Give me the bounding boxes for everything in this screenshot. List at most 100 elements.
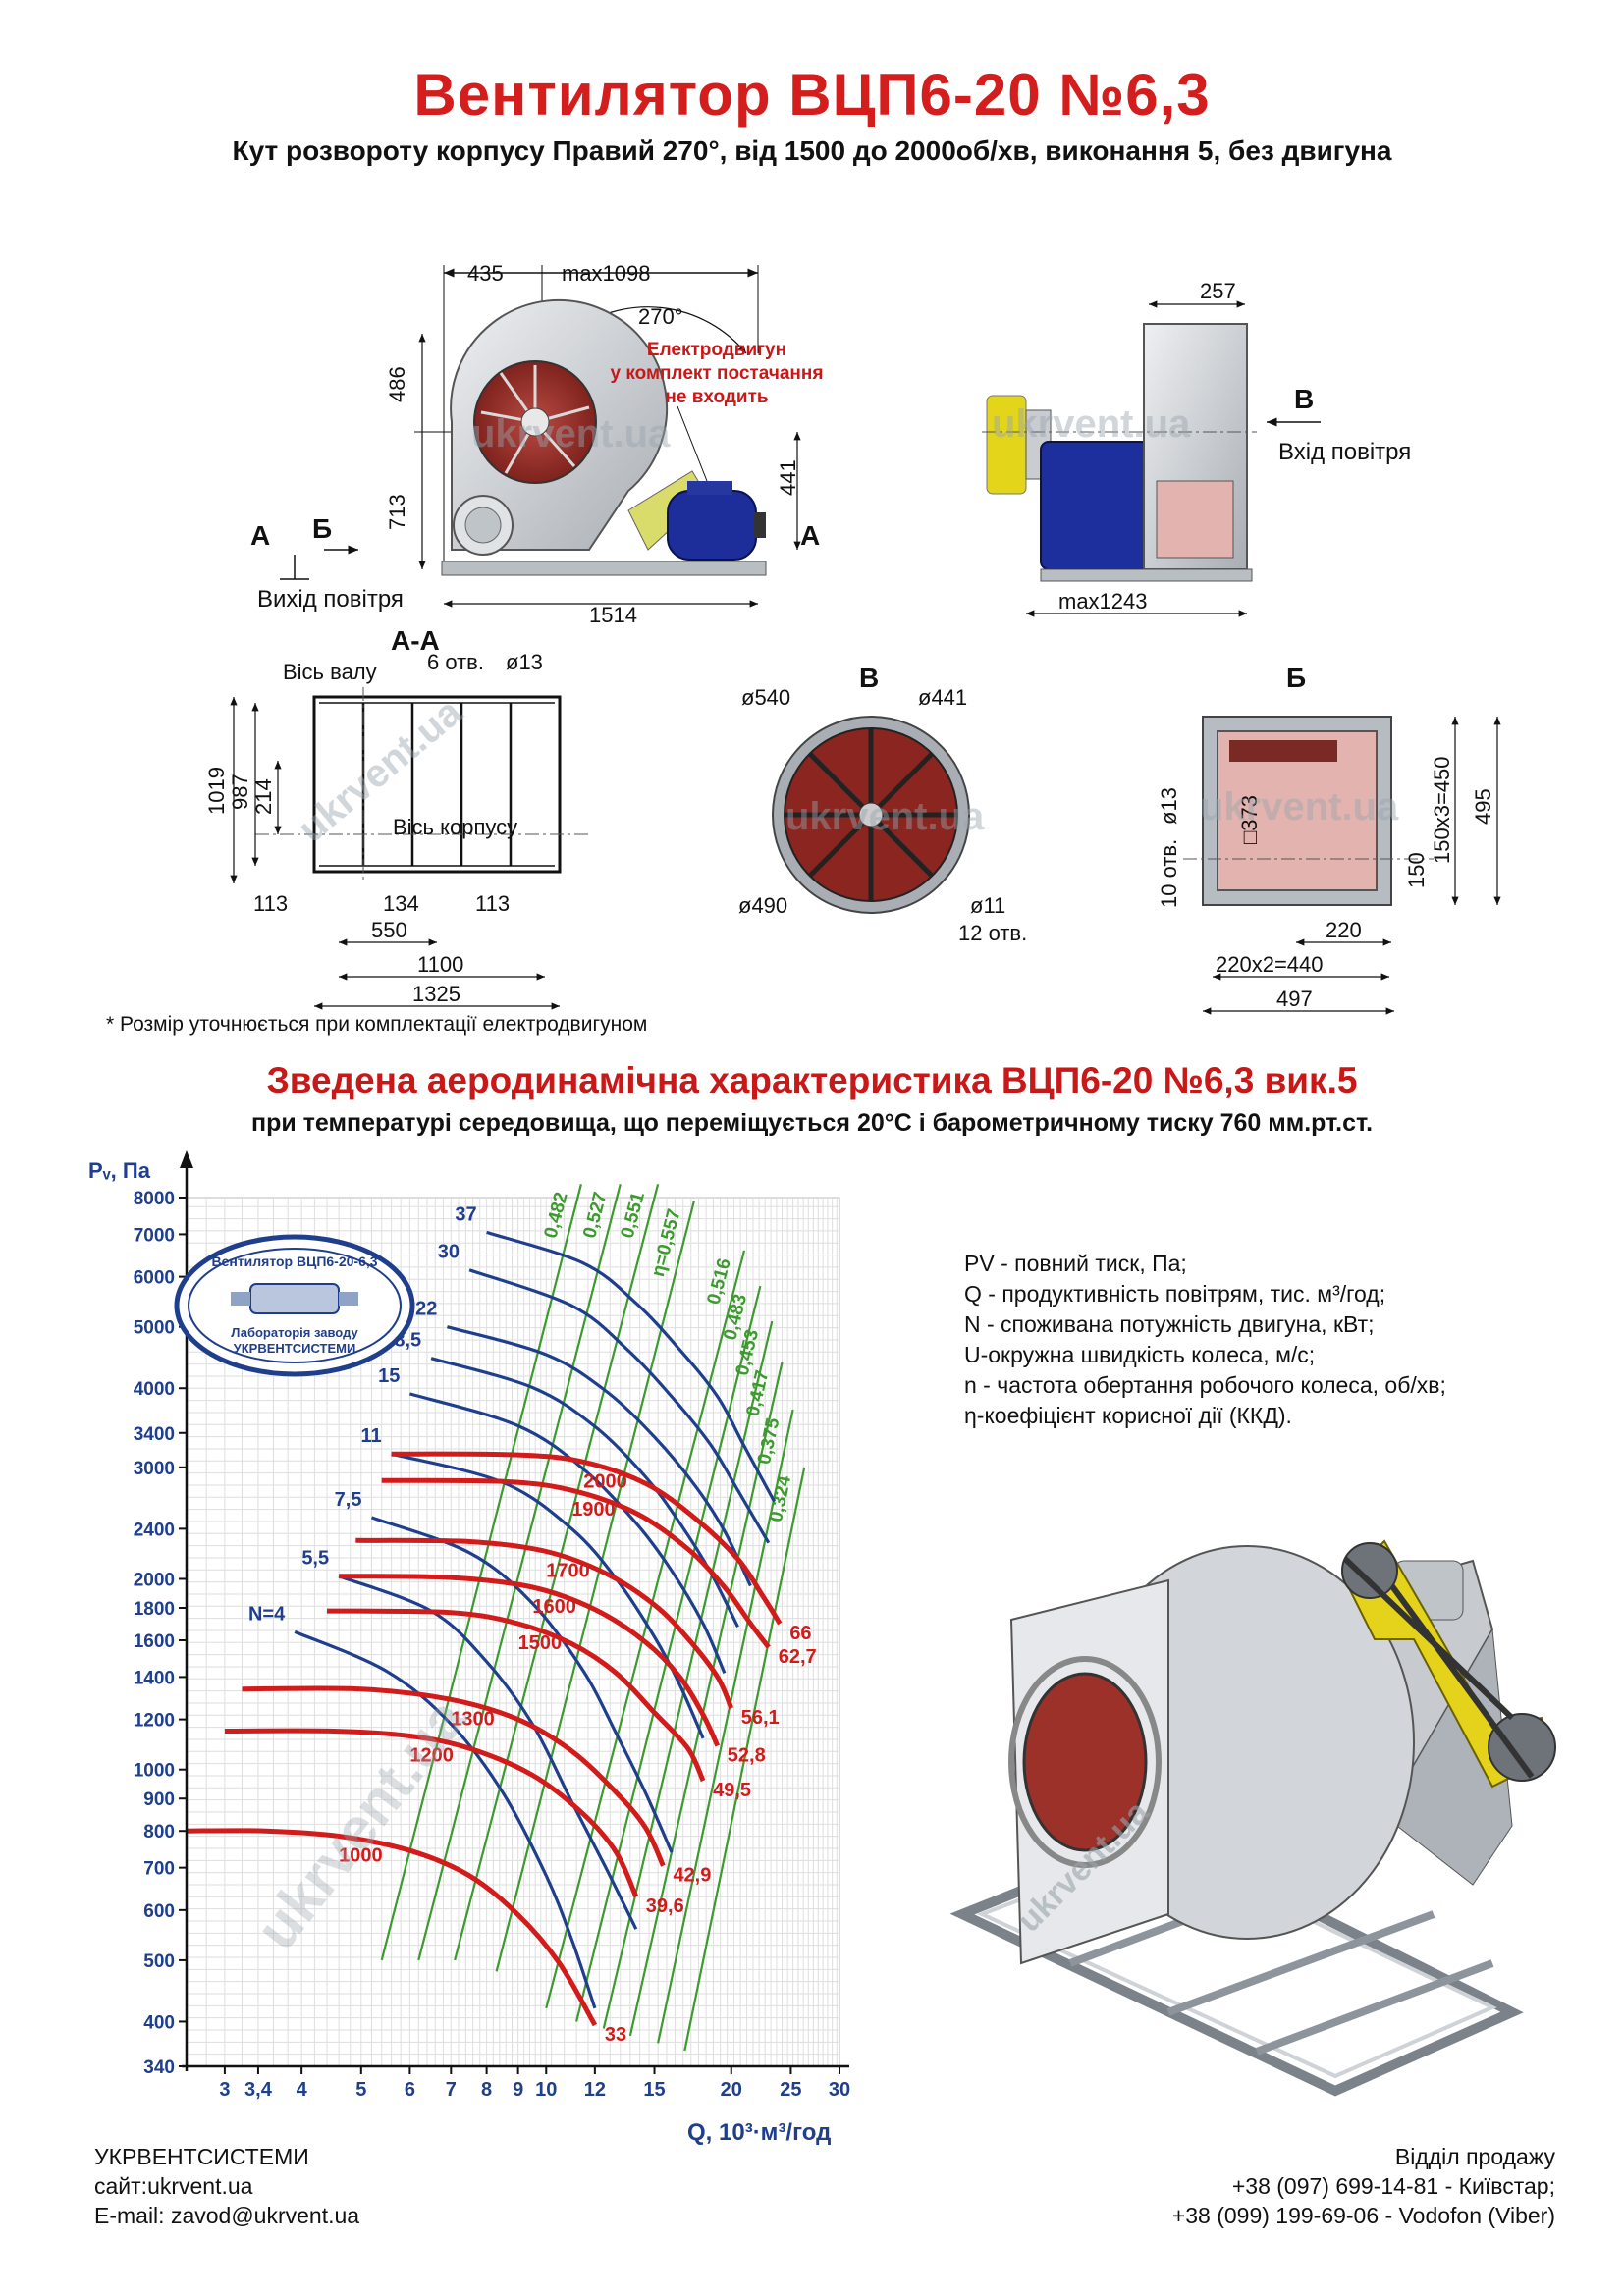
x-axis-label: Q, 10³·м³/год xyxy=(687,2119,831,2146)
inlet-label: Вхід повітря xyxy=(1278,439,1411,465)
section-holes-label: 6 отв. xyxy=(427,650,484,674)
view-b-hole-diameter: ø13 xyxy=(1157,787,1181,825)
dim-1325: 1325 xyxy=(412,982,460,1006)
y-tick-label: 8000 xyxy=(134,1189,175,1209)
dim-1019: 1019 xyxy=(204,767,229,815)
dim-713: 713 xyxy=(385,494,409,530)
view-b-drawing: Б □373 150x3=450 495 150 10 отв. ø13 220… xyxy=(1157,663,1501,1015)
speed-curve xyxy=(326,1608,706,1783)
x-tick-label: 5 xyxy=(355,2079,366,2101)
y-tick-label: 4000 xyxy=(134,1379,175,1400)
tip-speed-label: 56,1 xyxy=(741,1707,780,1729)
footer-phone-2[interactable]: +38 (099) 199-69-06 - Vodofon (Viber) xyxy=(1171,2203,1555,2228)
fan-3d-illustration: ukrvent.ua xyxy=(949,1539,1556,2097)
y-tick-label: 7000 xyxy=(134,1225,175,1246)
dim-373: □373 xyxy=(1237,795,1262,844)
view-b-holes: 10 отв. xyxy=(1157,839,1181,908)
dim-257: 257 xyxy=(1200,279,1236,303)
dim-540: ø540 xyxy=(741,685,790,710)
speed-curve-label: 1300 xyxy=(451,1708,495,1730)
efficiency-ray xyxy=(628,1362,784,2037)
x-tick-label: 3 xyxy=(219,2079,230,2101)
watermark-side: ukrvent.ua xyxy=(471,412,671,455)
dim-150: 150 xyxy=(1404,852,1429,888)
lab-stamp: Вентилятор ВЦП6-20-6,3 Лабораторія завод… xyxy=(174,1234,415,1377)
marker-v: В xyxy=(1294,384,1314,414)
stamp-top-text: Вентилятор ВЦП6-20-6,3 xyxy=(211,1254,377,1269)
dim-486: 486 xyxy=(385,366,409,402)
legend-eta: η-коефіцієнт корисної дії (ККД). xyxy=(964,1403,1292,1428)
speed-curve xyxy=(391,1451,783,1626)
efficiency-ray xyxy=(575,1285,762,2022)
marker-b-left: Б xyxy=(312,513,332,544)
dim-max1098: max1098 xyxy=(562,261,651,286)
dim-441: ø441 xyxy=(918,685,967,710)
stamp-bottom-line1: Лабораторія заводу xyxy=(231,1325,358,1340)
dim-490: ø490 xyxy=(738,893,787,918)
motor-note-line2: у комплект постачання xyxy=(611,363,824,384)
footer-sales-title: Відділ продажу xyxy=(1394,2144,1555,2169)
dim-441: 441 xyxy=(776,459,800,496)
view-v-title: В xyxy=(859,663,879,693)
legend-rpm: n - частота обертання робочого колеса, о… xyxy=(964,1372,1446,1398)
dim-134: 134 xyxy=(383,891,419,916)
speed-curve xyxy=(186,1828,598,2027)
y-tick-label: 1000 xyxy=(134,1761,175,1782)
marker-a-left: А xyxy=(250,520,270,551)
y-tick-label: 1400 xyxy=(134,1668,175,1688)
footer-site[interactable]: сайт:ukrvent.ua xyxy=(94,2173,253,2199)
dim-1514: 1514 xyxy=(589,603,637,627)
speed-curve-label: 1900 xyxy=(571,1499,616,1521)
chart-heading: Зведена аеродинамічна характеристика ВЦП… xyxy=(266,1060,1358,1100)
efficiency-ray xyxy=(683,1467,806,2052)
efficiency-ray xyxy=(657,1409,794,2044)
power-curve xyxy=(408,1392,727,1675)
x-tick-label: 7 xyxy=(446,2079,457,2101)
y-tick-label: 340 xyxy=(143,2057,175,2078)
tip-speed-label: 52,8 xyxy=(728,1745,766,1767)
x-tick-label: 9 xyxy=(513,2079,523,2101)
legend-u: U-окружна швидкість колеса, м/с; xyxy=(964,1342,1316,1367)
watermark-front: ukrvent.ua xyxy=(992,402,1191,446)
y-tick-label: 400 xyxy=(143,2012,175,2033)
power-curve-label: 7,5 xyxy=(335,1489,362,1511)
speed-curve-label: 1200 xyxy=(409,1744,454,1766)
speed-curve xyxy=(242,1685,666,1867)
outlet-label: Вихід повітря xyxy=(257,586,404,613)
y-tick-label: 6000 xyxy=(134,1268,175,1289)
dim-220: 220 xyxy=(1326,918,1362,942)
x-tick-label: 30 xyxy=(829,2079,850,2101)
section-aa-drawing: А-А Вісь валу 6 отв. ø13 1019 987 214 Ві… xyxy=(204,625,589,1010)
dim-497: 497 xyxy=(1276,987,1313,1011)
y-axis-arrow xyxy=(180,1150,193,1168)
y-tick-label: 3400 xyxy=(134,1424,175,1445)
tip-speed-label: 42,9 xyxy=(673,1865,711,1887)
dim-550: 550 xyxy=(371,918,407,942)
section-aa-title: А-А xyxy=(391,625,440,656)
efficiency-ray xyxy=(545,1250,746,2009)
y-tick-label: 900 xyxy=(143,1789,175,1810)
y-tick-label: 600 xyxy=(143,1901,175,1922)
dim-214: 214 xyxy=(251,778,276,815)
dim-220x2: 220x2=440 xyxy=(1216,952,1324,977)
legend-q: Q - продуктивність повітрям, тис. м³/год… xyxy=(964,1281,1386,1307)
dim-435: 435 xyxy=(467,261,504,286)
view-b-title: Б xyxy=(1286,663,1306,693)
y-tick-label: 2000 xyxy=(134,1570,175,1590)
power-curve-label: 30 xyxy=(438,1242,460,1263)
footer-email[interactable]: E-mail: zavod@ukrvent.ua xyxy=(94,2203,360,2228)
shaft-axis-label: Вісь валу xyxy=(283,660,377,684)
motor-note-line3: не входить xyxy=(665,387,768,407)
x-tick-label: 6 xyxy=(405,2079,415,2101)
x-tick-label: 12 xyxy=(584,2079,606,2101)
speed-curve xyxy=(381,1477,771,1649)
watermark-view-b: ukrvent.ua xyxy=(1200,785,1399,828)
tip-speed-label: 66 xyxy=(789,1623,811,1644)
power-curve xyxy=(446,1325,752,1587)
dim-113-right: 113 xyxy=(475,891,510,916)
view-v-drawing: В ø540 ø441 ø490 ø11 12 отв. xyxy=(738,663,1027,945)
front-view-drawing: 257 max1243 В Вхід повітря xyxy=(982,279,1411,617)
power-curve-label: 5,5 xyxy=(301,1548,329,1570)
footer-phone-1[interactable]: +38 (097) 699-14-81 - Київстар; xyxy=(1231,2173,1555,2199)
